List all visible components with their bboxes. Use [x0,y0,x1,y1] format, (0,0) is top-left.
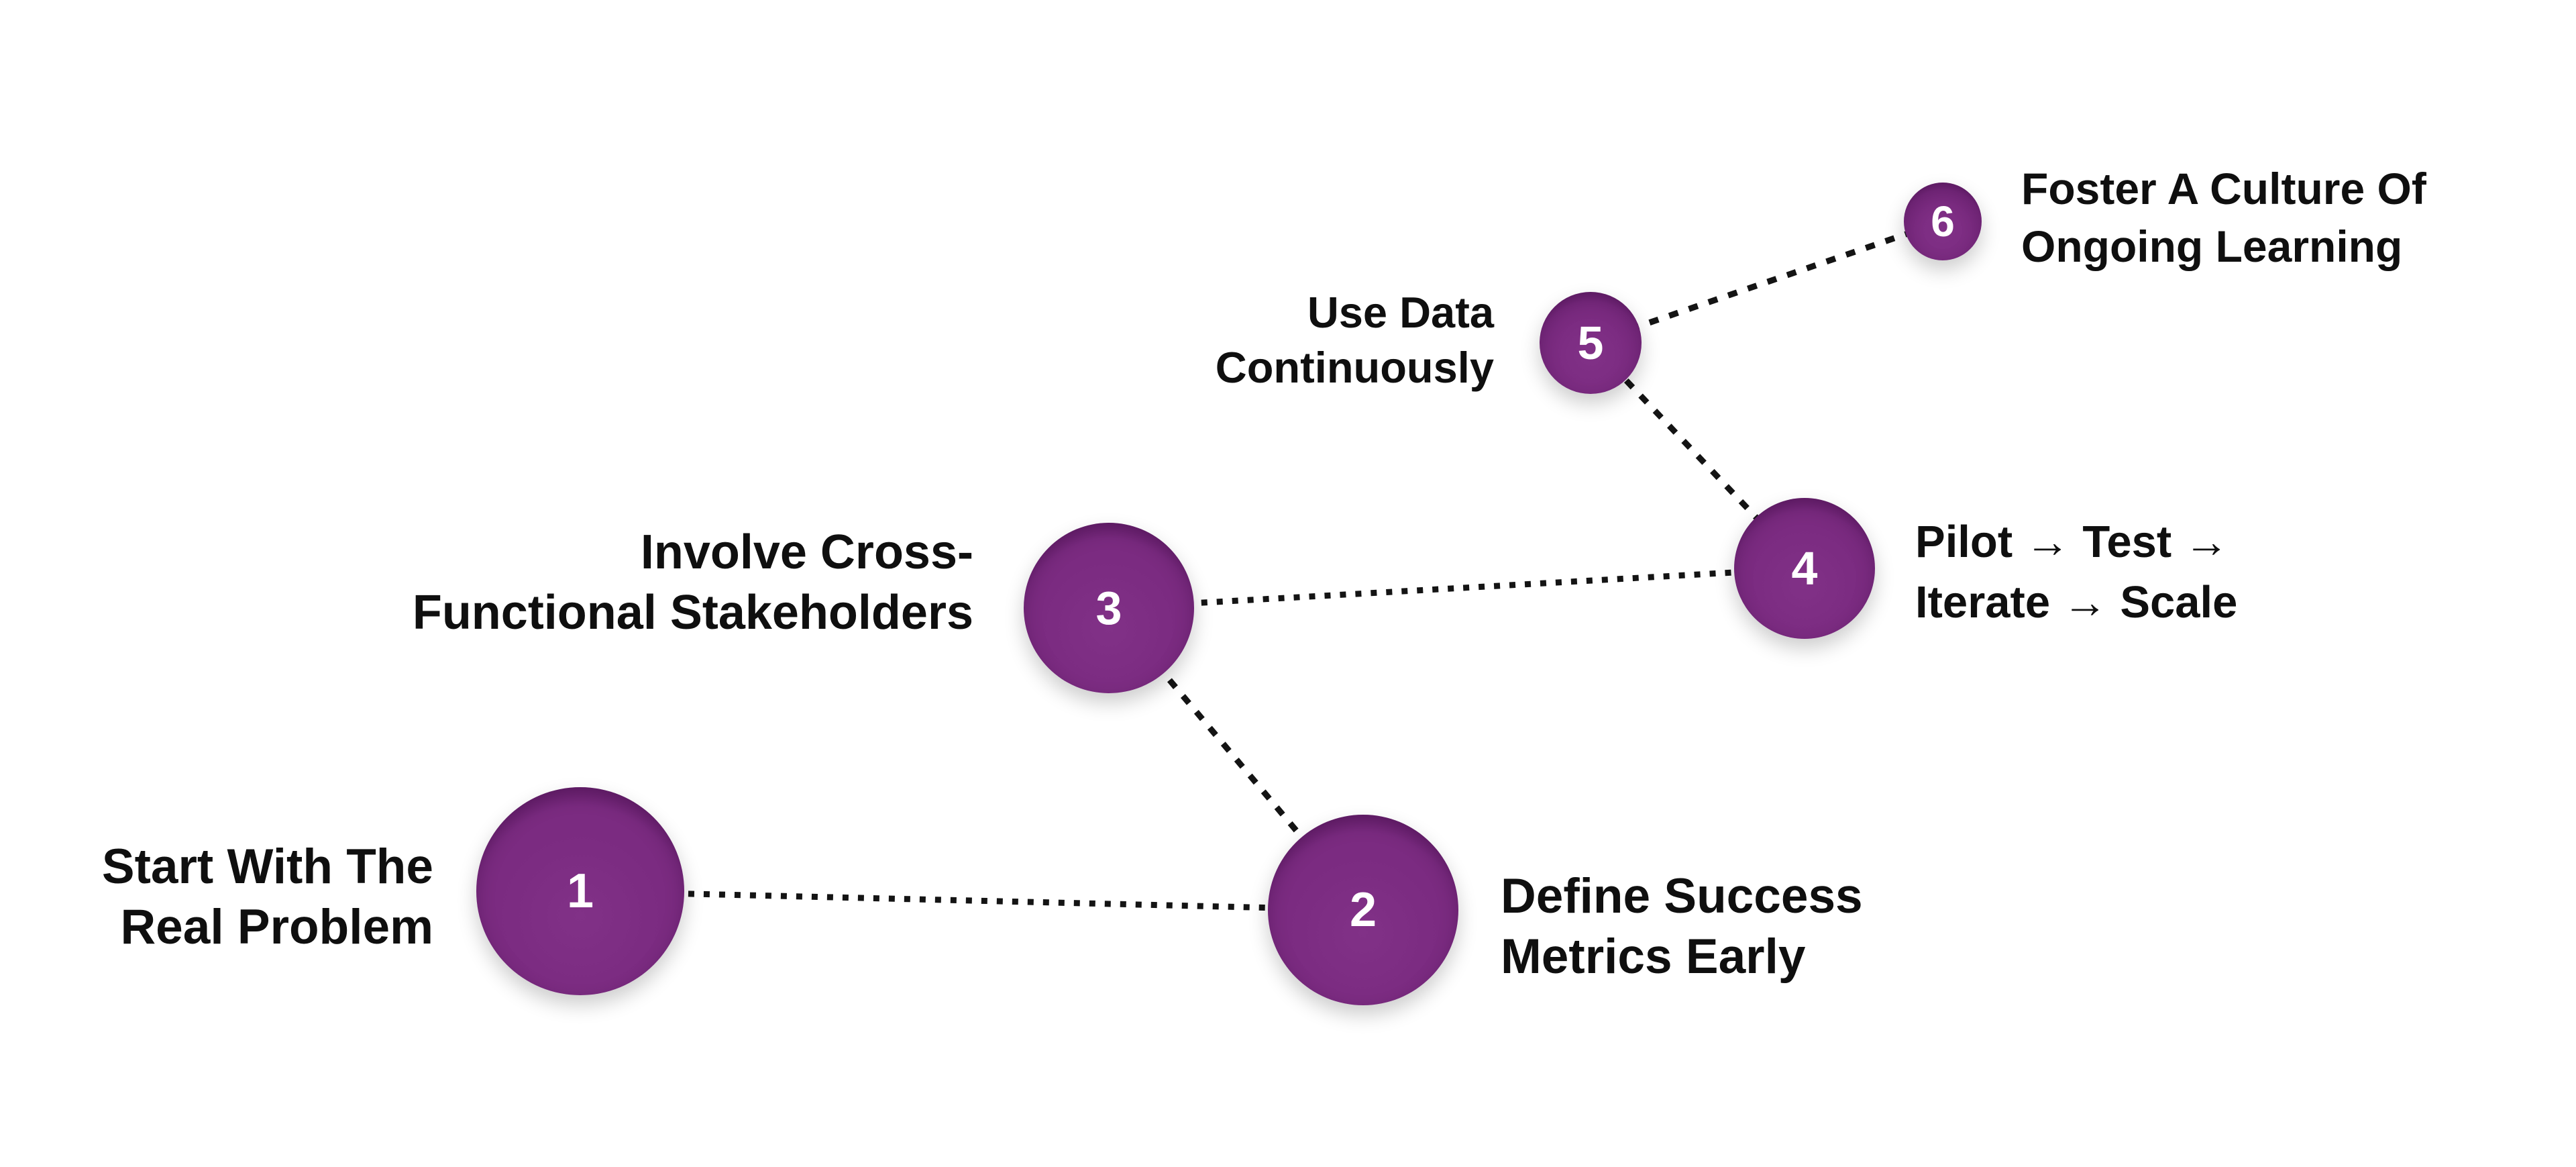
step-3-label: Involve Cross- Functional Stakeholders [412,525,973,640]
step-2-number: 2 [1349,883,1377,937]
step-5-number: 5 [1577,317,1604,369]
step-6-number: 6 [1931,197,1955,246]
step-5-label: Use Data Continuously [1215,288,1494,392]
step-1-label: Start With The Real Problem [101,840,433,954]
step-4-label: Pilot → Test → Iterate → Scale [1915,517,2238,627]
step-4-circle: 4 [1734,498,1875,639]
step-4-number: 4 [1791,542,1818,595]
step-6-label: Foster A Culture Of Ongoing Learning [2021,164,2426,271]
step-2-circle: 2 [1268,815,1458,1005]
step-2-label: Define Success Metrics Early [1501,869,1863,984]
connector-line-3-4 [1108,565,1805,611]
step-6-circle: 6 [1904,183,1982,260]
step-1-number: 1 [566,864,594,918]
connector-line-5-6 [1589,218,1944,346]
step-5-circle: 5 [1540,292,1642,394]
connector-line-1-2 [580,888,1364,913]
step-3-circle: 3 [1024,523,1194,693]
step-3-number: 3 [1095,582,1122,634]
step-1-circle: 1 [476,787,684,995]
